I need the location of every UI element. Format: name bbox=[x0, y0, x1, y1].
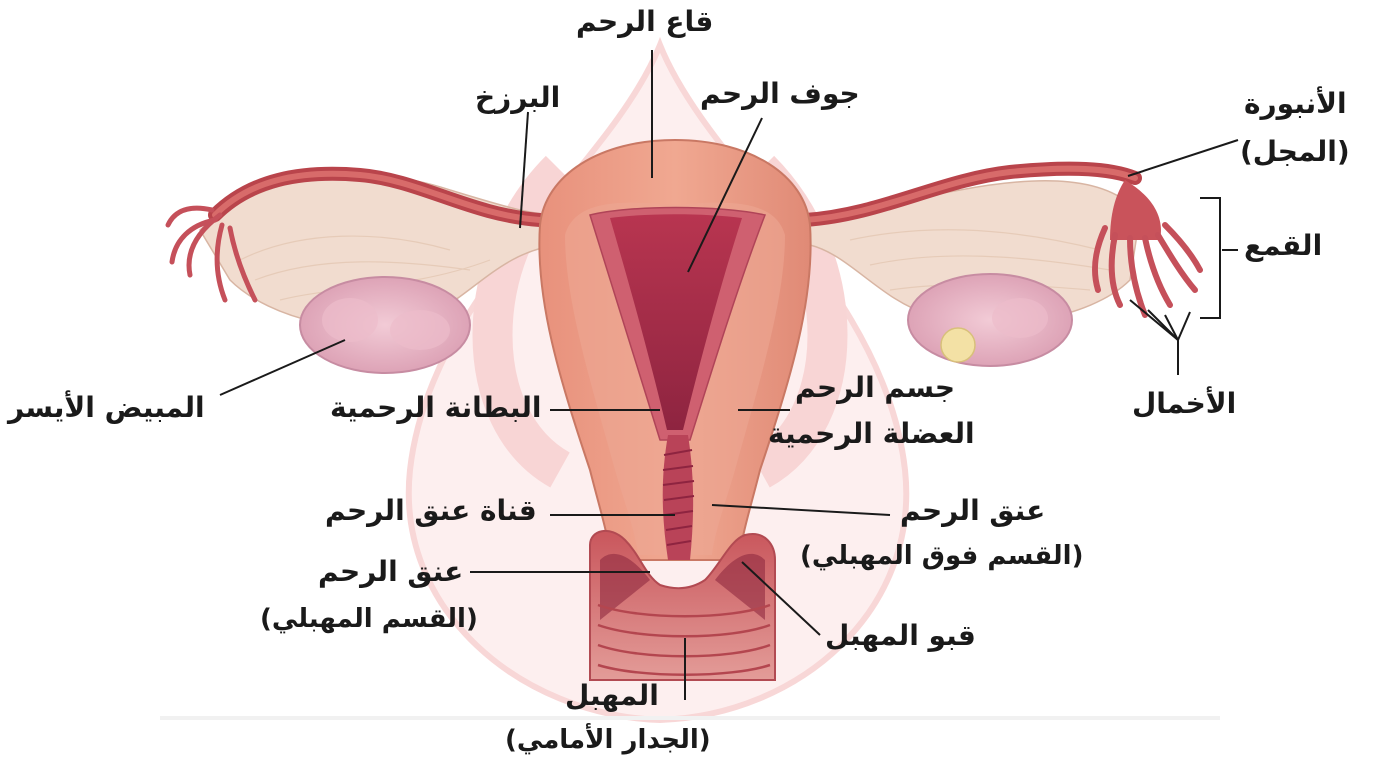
right-adnexa bbox=[805, 169, 1200, 366]
label-cervix-supravaginal: عنق الرحم bbox=[900, 495, 1045, 527]
label-fimbriae: الأخمال bbox=[1132, 388, 1236, 420]
label-uterine-cavity: جوف الرحم bbox=[700, 78, 860, 110]
label-myometrium: العضلة الرحمية bbox=[768, 418, 975, 450]
label-isthmus: البرزخ bbox=[475, 82, 560, 114]
label-cervical-canal: قناة عنق الرحم bbox=[325, 495, 537, 527]
label-endometrium: البطانة الرحمية bbox=[330, 392, 541, 424]
label-uterine-body: جسم الرحم bbox=[795, 372, 955, 404]
label-cervix-supravaginal-sub: (القسم فوق المهبلي) bbox=[800, 542, 1083, 572]
label-cervix-vaginal: عنق الرحم bbox=[318, 556, 463, 588]
label-fundus: قاع الرحم bbox=[576, 6, 713, 38]
label-left-ovary: المبيض الأيسر bbox=[8, 392, 205, 424]
label-ampulla: الأنبورة bbox=[1244, 88, 1347, 120]
label-vagina-sub: (الجدار الأمامي) bbox=[505, 726, 711, 756]
label-ampulla-alt: (المجل) bbox=[1240, 136, 1350, 168]
label-vagina: المهبل bbox=[565, 680, 659, 712]
label-infundibulum: القمع bbox=[1244, 230, 1322, 262]
label-vaginal-fornix: قبو المهبل bbox=[825, 620, 976, 652]
label-cervix-vaginal-sub: (القسم المهبلي) bbox=[260, 605, 478, 635]
